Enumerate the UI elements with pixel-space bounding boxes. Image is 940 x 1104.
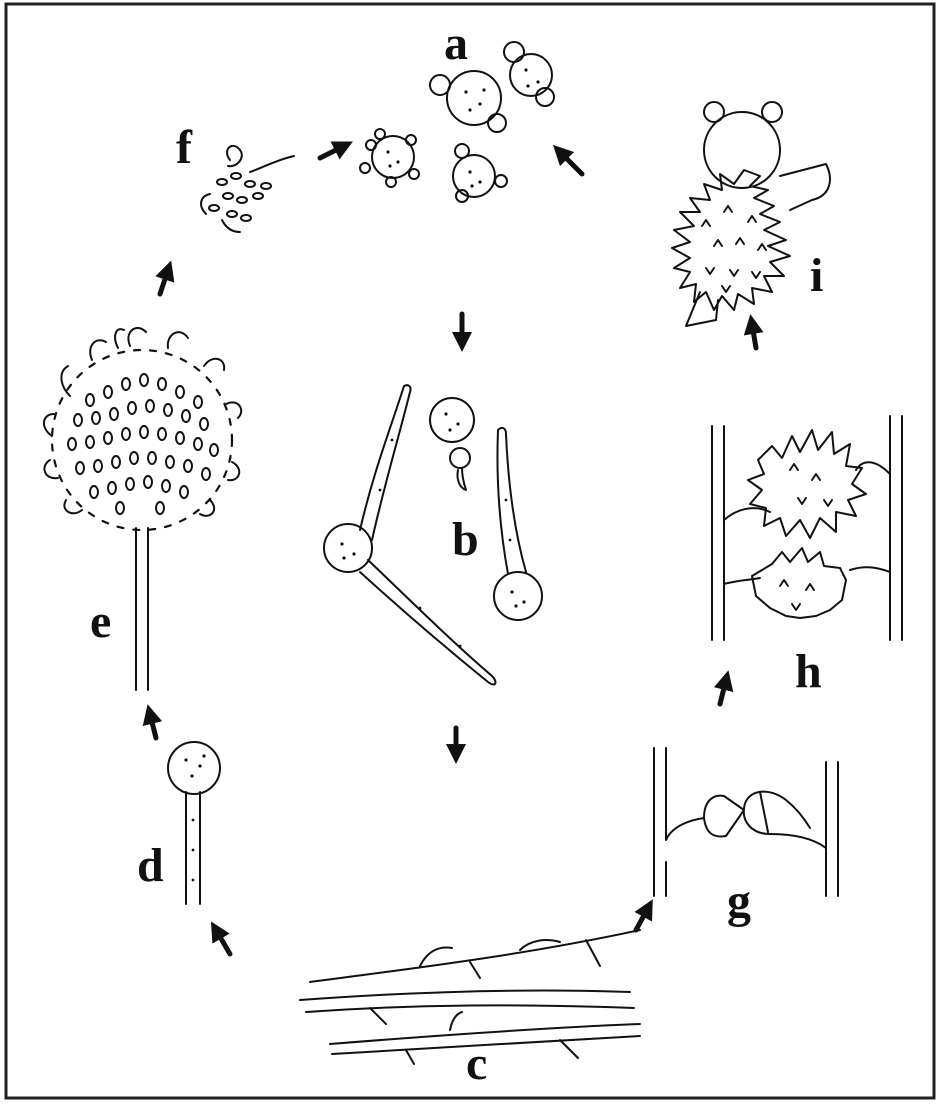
- stage-label-g: g: [727, 878, 751, 926]
- stage-e-spores: [68, 374, 218, 514]
- stage-label-c: c: [466, 1040, 487, 1088]
- arrow-h-to-i: [752, 324, 756, 348]
- stage-h-fusion: [712, 416, 902, 640]
- stage-label-f: f: [176, 124, 192, 172]
- stage-g-gametangia: [654, 748, 838, 896]
- arrow-e-to-f: [160, 270, 168, 294]
- arrow-c-to-g: [636, 908, 648, 930]
- arrow-c-to-d: [216, 930, 230, 954]
- stage-label-a: a: [444, 20, 468, 68]
- stage-i-zygospore: [672, 102, 830, 326]
- stage-f-released-spores: [201, 146, 294, 232]
- arrow-f-to-a: [320, 146, 344, 158]
- stage-label-h: h: [795, 648, 822, 696]
- arrow-i-to-a: [560, 152, 582, 174]
- stage-e-sporangium: [44, 328, 241, 690]
- stage-d-dots: [184, 754, 205, 881]
- stage-label-d: d: [137, 842, 164, 890]
- stage-label-b: b: [452, 516, 479, 564]
- arrow-g-to-h: [720, 680, 726, 704]
- stage-b-germinating-spores: [324, 385, 542, 684]
- arrow-d-to-e: [150, 714, 156, 738]
- stage-label-i: i: [810, 252, 823, 300]
- stage-label-e: e: [90, 598, 111, 646]
